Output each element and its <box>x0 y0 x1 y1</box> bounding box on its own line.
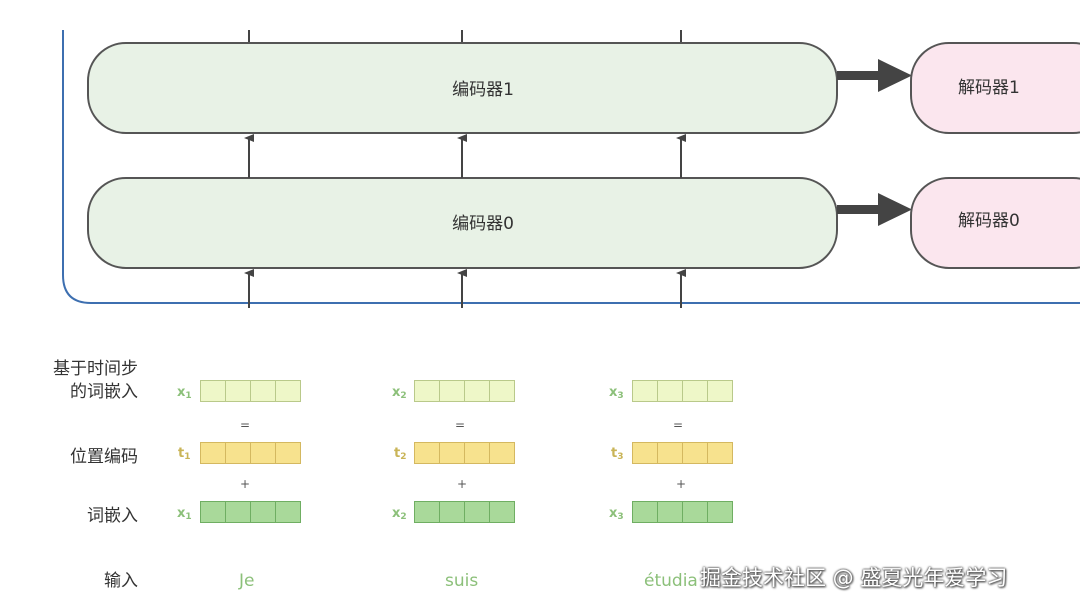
decoder-1-box <box>910 42 1080 134</box>
input-word-2: suis <box>445 571 479 591</box>
x1-symbol-bottom: x1 <box>177 506 192 522</box>
x2-symbol-top: x2 <box>392 385 407 401</box>
t3-symbol: t3 <box>611 446 624 462</box>
decoder-1-label: 解码器1 <box>958 78 1020 98</box>
arrow-enc0-dec0 <box>837 193 912 226</box>
positional-encoding-vector-1 <box>200 442 301 464</box>
encoder-1-box <box>87 42 838 134</box>
x2-symbol-bottom: x2 <box>392 506 407 522</box>
equals-sign-3: = <box>673 418 684 432</box>
time-embedding-vector-2 <box>414 380 515 402</box>
decoder-0-box <box>910 177 1080 269</box>
x3-symbol-bottom: x3 <box>609 506 624 522</box>
input-word-3: étudia <box>644 571 698 591</box>
encoder-stack-frame <box>62 30 1080 304</box>
encoder-0-label: 编码器0 <box>452 214 514 234</box>
x1-symbol-top: x1 <box>177 385 192 401</box>
t1-symbol: t1 <box>178 446 191 462</box>
decoder-0-label: 解码器0 <box>958 211 1020 231</box>
time-embedding-vector-1 <box>200 380 301 402</box>
watermark: 掘金技术社区 @ 盛夏光年爱学习 <box>700 566 1008 590</box>
encoder-1-label: 编码器1 <box>452 80 514 100</box>
equals-sign-2: = <box>455 418 466 432</box>
input-label: 输入 <box>104 571 138 591</box>
positional-encoding-label: 位置编码 <box>70 447 138 467</box>
word-embedding-vector-1 <box>200 501 301 523</box>
word-embedding-vector-2 <box>414 501 515 523</box>
positional-encoding-vector-2 <box>414 442 515 464</box>
t2-symbol: t2 <box>394 446 407 462</box>
time-embedding-label-line1: 基于时间步 <box>53 359 138 379</box>
word-embedding-label: 词嵌入 <box>87 506 138 526</box>
time-embedding-label-line2: 的词嵌入 <box>70 382 138 402</box>
equals-sign-1: = <box>240 418 251 432</box>
word-embedding-vector-3 <box>632 501 733 523</box>
positional-encoding-vector-3 <box>632 442 733 464</box>
time-embedding-vector-3 <box>632 380 733 402</box>
arrow-enc1-dec1 <box>837 59 912 92</box>
plus-sign-1: + <box>240 477 251 491</box>
plus-sign-3: + <box>676 477 687 491</box>
x3-symbol-top: x3 <box>609 385 624 401</box>
plus-sign-2: + <box>457 477 468 491</box>
input-word-1: Je <box>239 571 255 591</box>
